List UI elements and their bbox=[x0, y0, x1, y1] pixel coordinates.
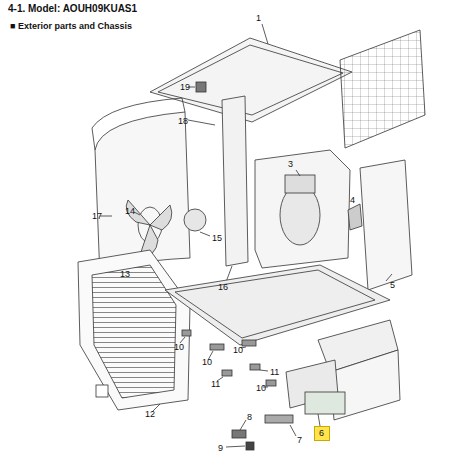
callout-number: 18 bbox=[178, 117, 188, 126]
section-heading: ■ Exterior parts and Chassis bbox=[10, 22, 132, 31]
callout-number: 11 bbox=[211, 380, 220, 389]
callout-number: 1 bbox=[256, 14, 261, 23]
callout-number: 19 bbox=[180, 83, 190, 92]
callout-number: 17 bbox=[92, 212, 102, 221]
callout-number: 5 bbox=[390, 281, 395, 290]
callout-number: 6 bbox=[319, 429, 325, 438]
callout-number: 3 bbox=[288, 160, 293, 169]
callout-number: 9 bbox=[218, 444, 223, 453]
callout-number: 4 bbox=[350, 196, 355, 205]
callout-number: 10 bbox=[256, 384, 266, 393]
callout-number: 15 bbox=[212, 234, 222, 243]
callout-number: 12 bbox=[145, 410, 155, 419]
diagram-title: 4-1. Model: AOUH09KUAS1 bbox=[8, 4, 137, 14]
callout-number: 7 bbox=[297, 436, 302, 445]
highlight-callout-box: 6 bbox=[314, 426, 330, 441]
callout-number: 16 bbox=[218, 283, 228, 292]
callout-number: 11 bbox=[270, 368, 279, 377]
callout-number: 10 bbox=[174, 343, 184, 352]
callout-number: 10 bbox=[202, 358, 212, 367]
callout-number: 8 bbox=[247, 413, 252, 422]
callout-number: 13 bbox=[120, 270, 130, 279]
callout-number: 14 bbox=[125, 207, 135, 216]
callout-number: 10 bbox=[233, 346, 243, 355]
